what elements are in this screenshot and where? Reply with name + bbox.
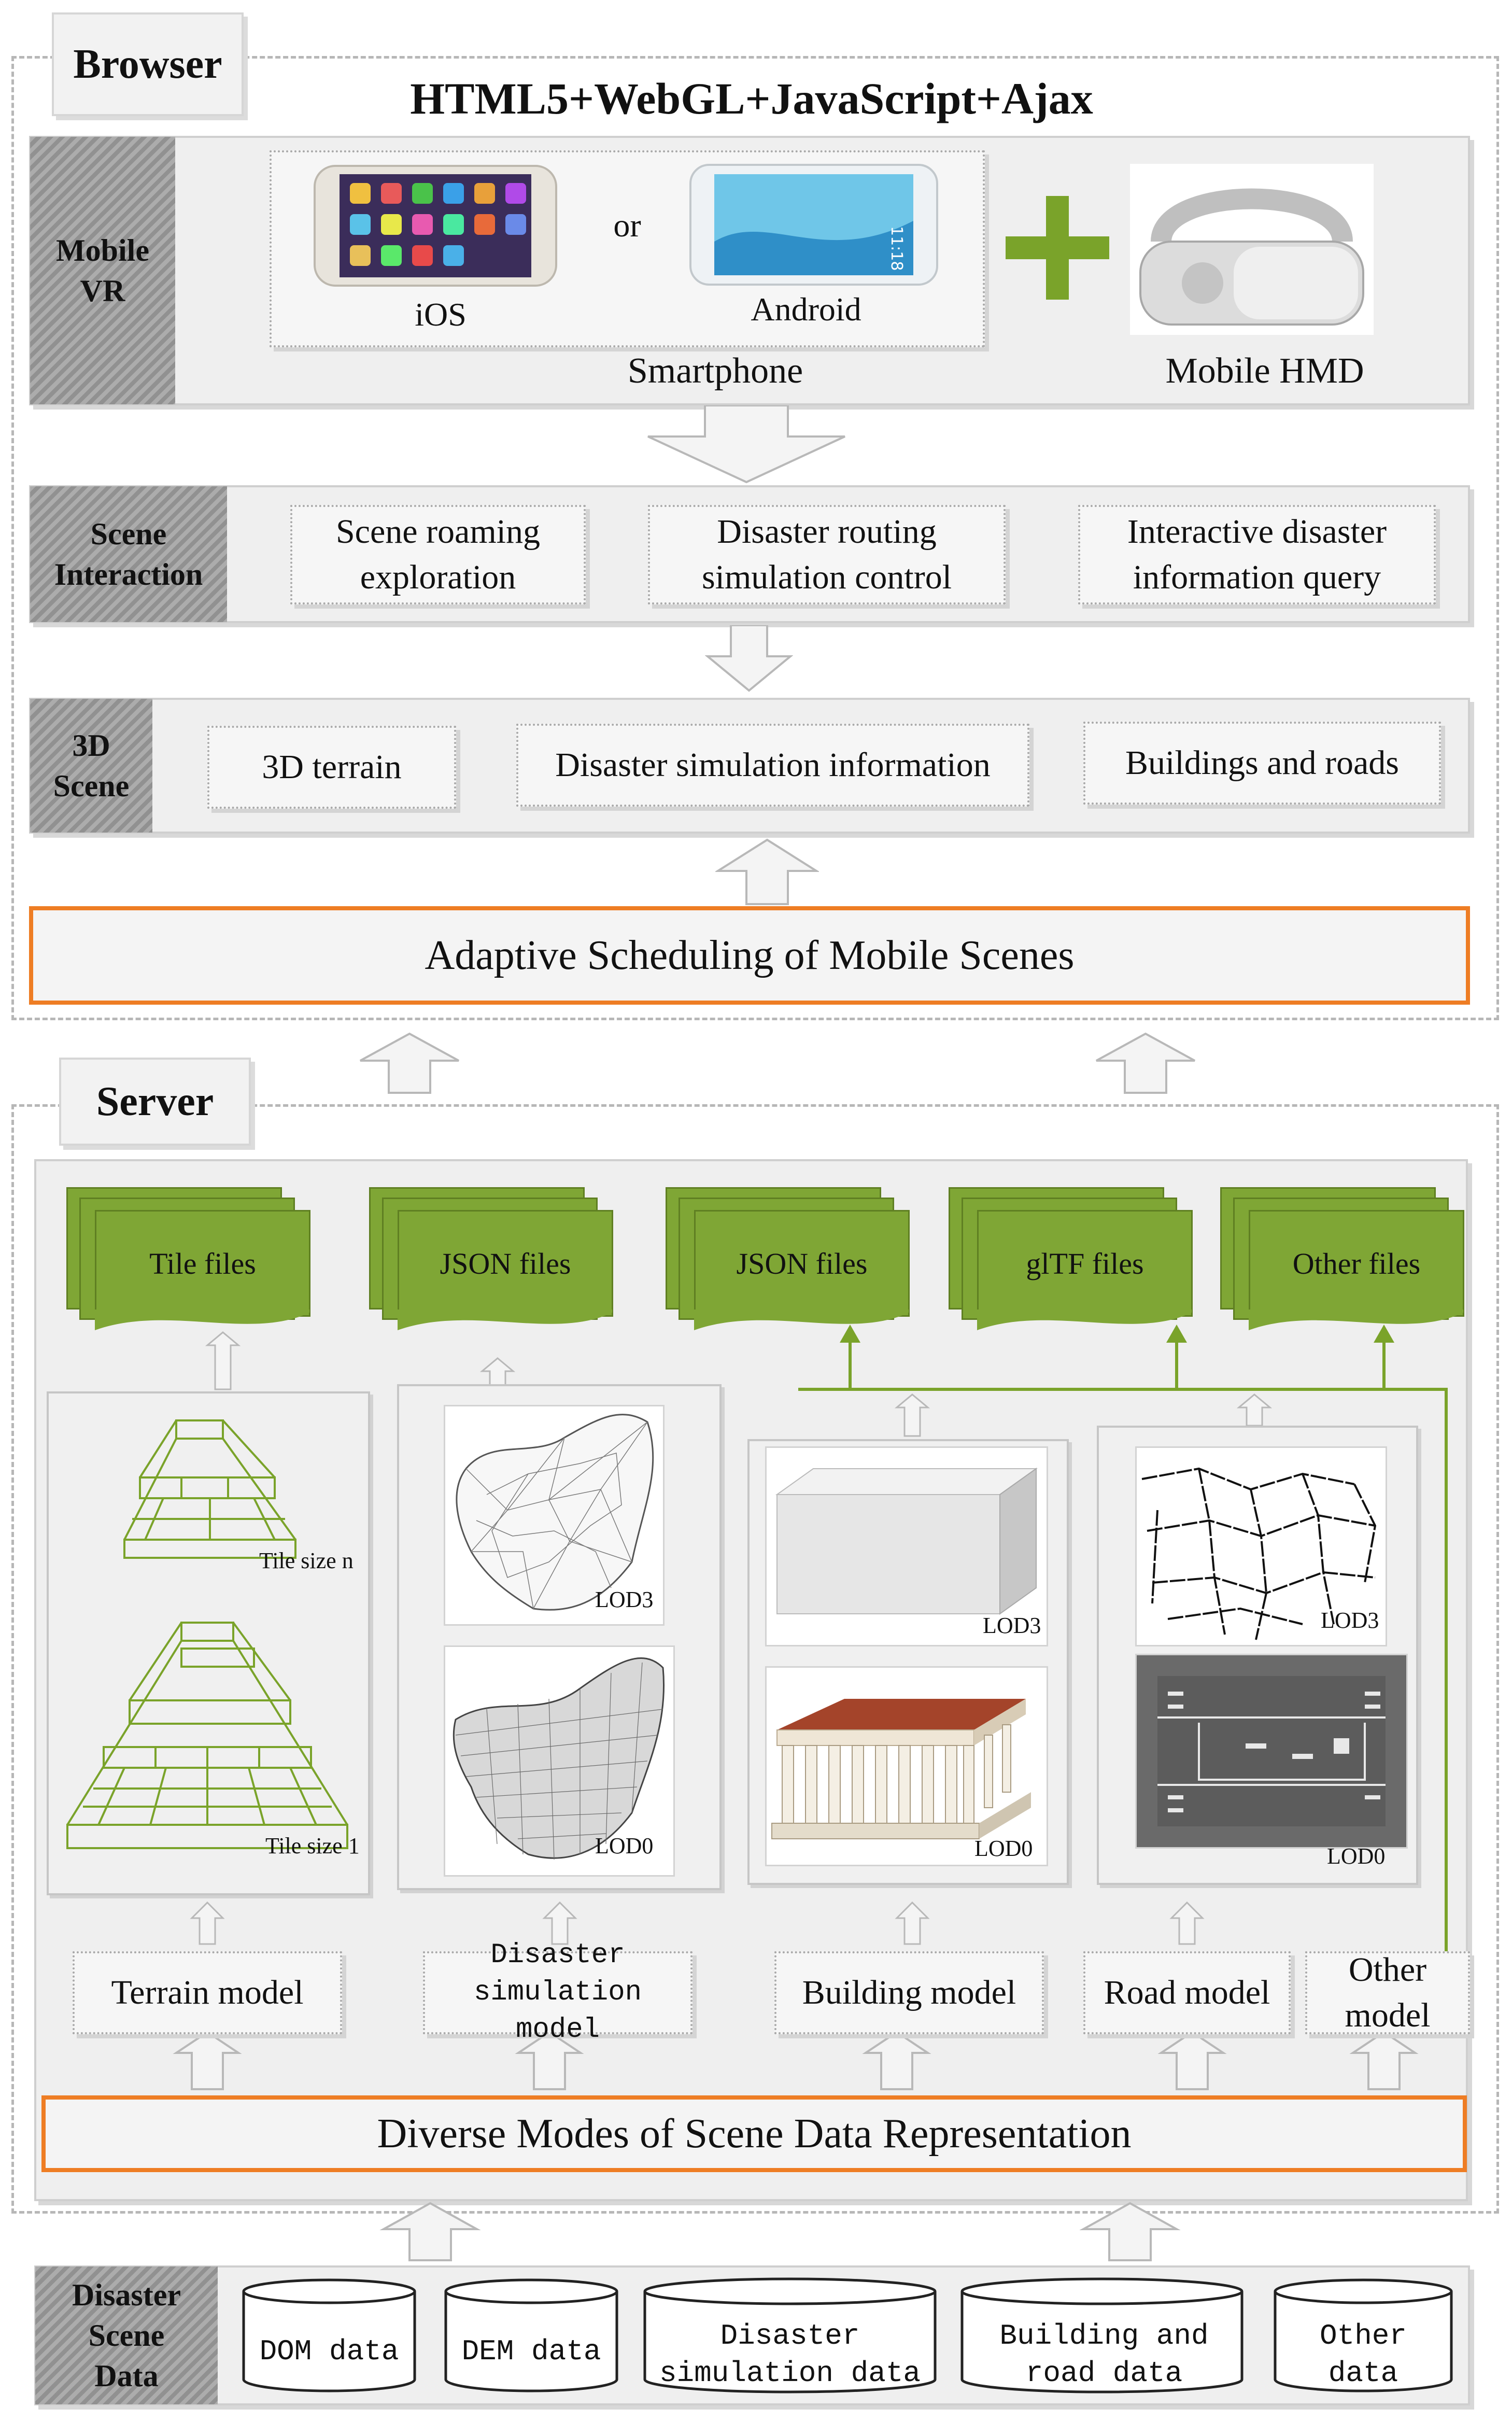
smartphone-label: Smartphone [627,351,803,391]
browser-region [11,56,1499,1020]
disaster-data-label: Disaster simulation data [659,2319,921,2390]
up-arrow-right [1094,1032,1197,1094]
disaster-sim-info-box: Disaster simulation information [516,724,1029,807]
vr-headset-icon [1130,164,1374,335]
browser-title-text: Browser [73,41,222,87]
server-title: Server [59,1058,251,1146]
terrain-model-box: Terrain model [73,1951,342,2034]
road-lod3-label: LOD3 [1321,1608,1379,1633]
disaster-routing-box: Disaster routing simulation control [648,505,1006,604]
road-network-lod3 [1135,1446,1387,1646]
scene-interaction-label: Scene Interaction [30,486,227,622]
road-lod0-label: LOD0 [1327,1843,1386,1869]
up-arrow-left [358,1032,461,1094]
file-stack-json-2: JSON files [666,1187,914,1337]
disaster-lod3-label: LOD3 [595,1587,654,1612]
building-lod3-label: LOD3 [983,1613,1041,1638]
disaster-mesh-lod3 [444,1405,665,1626]
data-label: Disaster Scene Data [35,2266,218,2404]
or-label: or [613,207,641,244]
building-temple-lod0 [765,1666,1048,1866]
android-label: Android [751,291,861,328]
disaster-mesh-lod0 [444,1645,675,1877]
other-data-label: Other data [1319,2319,1407,2390]
interactive-query-box: Interactive disaster information query [1078,505,1436,604]
building-model-box: Building model [774,1951,1044,2034]
down-arrow-2 [704,624,794,693]
disaster-model-box: Disaster simulation model [423,1939,693,2046]
tile-size-1: Tile size 1 [265,1833,360,1858]
terrain-pyramid-top [123,1419,296,1559]
hmd-label: Mobile HMD [1165,351,1364,391]
adaptive-scheduling-box: Adaptive Scheduling of Mobile Scenes [29,906,1470,1005]
dem-data-label: DEM data [461,2335,601,2368]
file-stack-tile: Tile files [66,1187,315,1337]
building-road-data-label: Building and road data [999,2319,1209,2390]
android-phone-icon: 11:18 [689,164,938,286]
server-region [11,1104,1499,2214]
dom-data-label: DOM data [259,2335,399,2368]
tile-size-n: Tile size n [259,1548,354,1573]
plus-icon [1006,196,1109,300]
other-model-box: Other model [1305,1951,1470,2034]
disaster-lod0-label: LOD0 [595,1833,654,1858]
ios-label: iOS [415,296,467,333]
file-stack-json-1: JSON files [369,1187,618,1337]
up-arrow-1 [714,838,820,905]
terrain-3d-box: 3D terrain [207,726,456,809]
road-model-box: Road model [1083,1951,1291,2034]
file-stack-other: Other files [1220,1187,1469,1337]
building-box-lod3 [765,1446,1048,1646]
file-stack-gltf: glTF files [949,1187,1197,1337]
down-arrow-1 [643,404,850,484]
ios-phone-icon [314,165,557,287]
browser-tech: HTML5+WebGL+JavaScript+Ajax [311,67,1192,130]
road-parking-lod0 [1135,1654,1408,1849]
scene3d-label: 3D Scene [30,699,152,833]
browser-title: Browser [52,12,244,116]
tech-text: HTML5+WebGL+JavaScript+Ajax [410,74,1093,123]
mobile-vr-label: Mobile VR [30,137,175,404]
diverse-modes-box: Diverse Modes of Scene Data Representati… [41,2095,1467,2172]
buildings-roads-box: Buildings and roads [1083,722,1441,805]
terrain-pyramid-bottom [66,1622,348,1849]
building-lod0-label: LOD0 [974,1836,1033,1861]
scene-roaming-box: Scene roaming exploration [290,505,586,604]
svg-text:11:18: 11:18 [887,226,906,271]
